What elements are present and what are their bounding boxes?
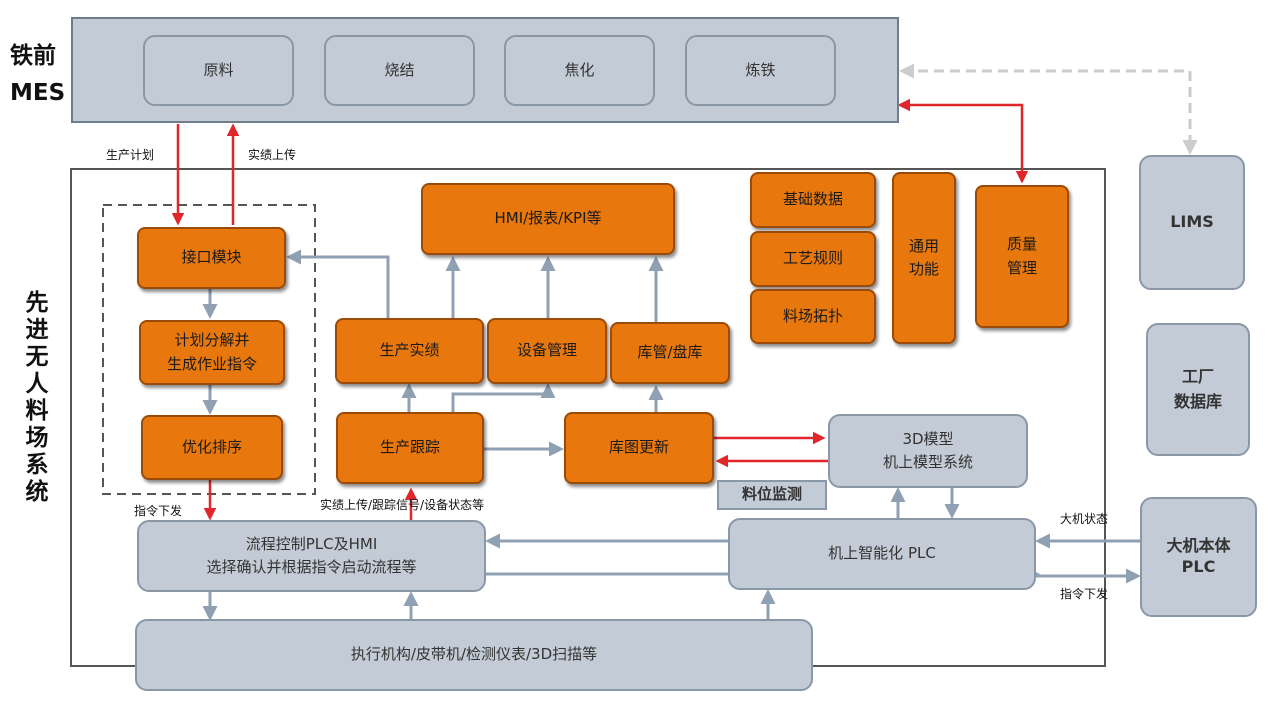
node-quality[interactable]: 质量 管理 (975, 185, 1069, 328)
node-actuators[interactable]: 执行机构/皮带机/检测仪表/3D扫描等 (135, 619, 813, 691)
label-machine-status: 大机状态 (1060, 512, 1109, 526)
node-prod-track[interactable]: 生产跟踪 (336, 412, 484, 484)
node-3d-model[interactable]: 3D模型 机上模型系统 (828, 414, 1028, 488)
node-basic-data[interactable]: 基础数据 (750, 172, 876, 228)
node-map-update[interactable]: 库图更新 (564, 412, 714, 484)
system-label: 先进无人料场系统 (25, 290, 49, 505)
arrow-result-interface (286, 249, 390, 318)
mes-module-coking[interactable]: 焦化 (504, 35, 655, 106)
node-yard-topology[interactable]: 料场拓扑 (750, 289, 876, 344)
node-level-monitor[interactable]: 料位监测 (717, 480, 827, 510)
node-stock[interactable]: 库管/盘库 (610, 322, 730, 384)
mes-module-sintering[interactable]: 烧结 (324, 35, 475, 106)
mes-label-line1: 铁前 (10, 43, 56, 69)
mes-label-line2: MES (10, 80, 66, 106)
node-plan-decompose[interactable]: 计划分解并 生成作业指令 (139, 320, 285, 385)
node-hmi-kpi[interactable]: HMI/报表/KPI等 (421, 183, 675, 255)
node-equipment[interactable]: 设备管理 (487, 318, 607, 384)
external-lims[interactable]: LIMS (1139, 155, 1245, 290)
node-optimize[interactable]: 优化排序 (141, 415, 283, 480)
label-cmd-down2: 指令下发 (1060, 587, 1109, 601)
mes-module-ironmaking[interactable]: 炼铁 (685, 35, 836, 106)
node-plc-hmi[interactable]: 流程控制PLC及HMI 选择确认并根据指令启动流程等 (137, 520, 486, 592)
mes-module-raw-material[interactable]: 原料 (143, 35, 294, 106)
external-machine-plc[interactable]: 大机本体 PLC (1140, 497, 1257, 617)
label-cmd-down: 指令下发 (134, 504, 183, 518)
node-prod-result[interactable]: 生产实绩 (335, 318, 484, 384)
external-factory-db[interactable]: 工厂 数据库 (1146, 323, 1250, 456)
node-common-functions[interactable]: 通用 功能 (892, 172, 956, 344)
label-plan: 生产计划 (106, 148, 155, 162)
arrow-mes-lims (899, 63, 1198, 155)
label-upload: 实绩上传 (248, 148, 297, 162)
label-track-upload: 实绩上传/跟踪信号/设备状态等 (320, 498, 485, 512)
node-process-rules[interactable]: 工艺规则 (750, 231, 876, 287)
node-interface[interactable]: 接口模块 (137, 227, 286, 289)
node-onboard-plc[interactable]: 机上智能化 PLC (728, 518, 1036, 590)
